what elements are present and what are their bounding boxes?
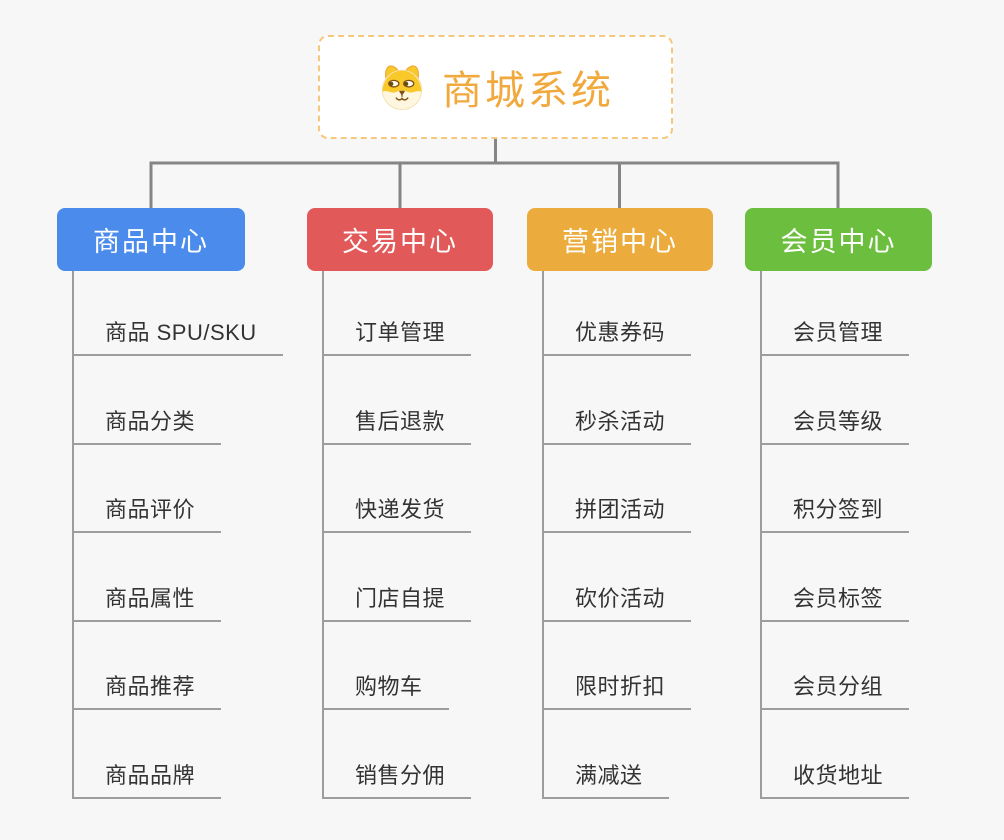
child-node[interactable]: 拼团活动 [544, 445, 692, 534]
branch-header-trade-center[interactable]: 交易中心 [307, 208, 493, 271]
child-node[interactable]: 销售分佣 [324, 710, 472, 799]
child-node[interactable]: 积分签到 [762, 445, 910, 534]
child-node[interactable]: 会员管理 [762, 271, 910, 356]
branch-children-member-center: 会员管理 会员等级 积分签到 会员标签 会员分组 收货地址 [760, 271, 910, 799]
child-node[interactable]: 售后退款 [324, 356, 472, 445]
child-node[interactable]: 商品评价 [74, 445, 222, 534]
branch-header-product-center[interactable]: 商品中心 [57, 208, 245, 271]
branch-header-member-center[interactable]: 会员中心 [745, 208, 932, 271]
child-node[interactable]: 满减送 [544, 710, 669, 799]
child-node[interactable]: 商品属性 [74, 533, 222, 622]
child-node[interactable]: 购物车 [324, 622, 449, 711]
child-node[interactable]: 优惠券码 [544, 271, 692, 356]
child-node[interactable]: 会员等级 [762, 356, 910, 445]
branch-children-trade-center: 订单管理 售后退款 快递发货 门店自提 购物车 销售分佣 [322, 271, 472, 799]
root-node[interactable]: 商城系统 [318, 35, 673, 139]
child-node[interactable]: 商品 SPU/SKU [74, 271, 283, 356]
child-node[interactable]: 收货地址 [762, 710, 910, 799]
child-node[interactable]: 会员分组 [762, 622, 910, 711]
child-node[interactable]: 订单管理 [324, 271, 472, 356]
doge-face-icon [377, 61, 427, 113]
child-node[interactable]: 门店自提 [324, 533, 472, 622]
child-node[interactable]: 砍价活动 [544, 533, 692, 622]
branch-children-product-center: 商品 SPU/SKU 商品分类 商品评价 商品属性 商品推荐 商品品牌 [72, 271, 283, 799]
child-node[interactable]: 快递发货 [324, 445, 472, 534]
child-node[interactable]: 商品分类 [74, 356, 222, 445]
child-node[interactable]: 商品品牌 [74, 710, 222, 799]
child-node[interactable]: 限时折扣 [544, 622, 692, 711]
child-node[interactable]: 会员标签 [762, 533, 910, 622]
root-title: 商城系统 [442, 69, 614, 113]
branch-children-marketing-center: 优惠券码 秒杀活动 拼团活动 砍价活动 限时折扣 满减送 [542, 271, 692, 799]
branch-header-marketing-center[interactable]: 营销中心 [527, 208, 713, 271]
child-node[interactable]: 秒杀活动 [544, 356, 692, 445]
child-node[interactable]: 商品推荐 [74, 622, 222, 711]
